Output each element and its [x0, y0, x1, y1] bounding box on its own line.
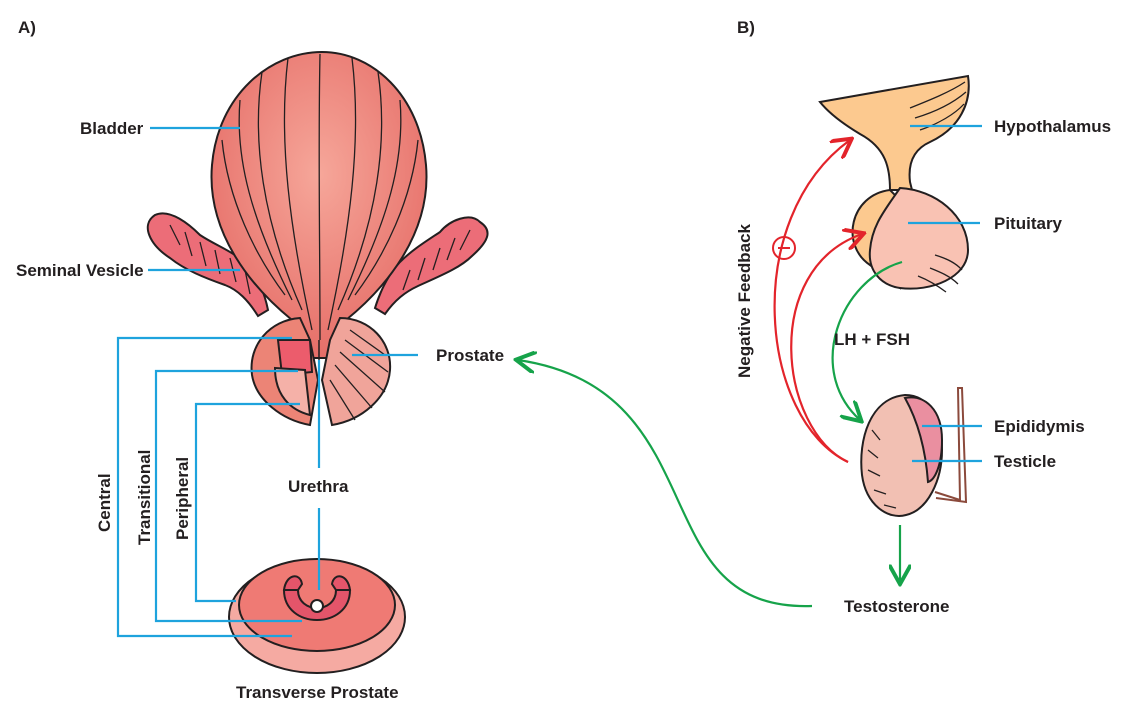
hypothalamus-label: Hypothalamus: [994, 117, 1111, 136]
negative-feedback-label: Negative Feedback: [735, 223, 754, 378]
bladder-label: Bladder: [80, 119, 144, 138]
panel-a-label: A): [18, 18, 36, 37]
transverse-prostate-label: Transverse Prostate: [236, 683, 399, 702]
panel-b-label: B): [737, 18, 755, 37]
prostate-label: Prostate: [436, 346, 504, 365]
pituitary-label: Pituitary: [994, 214, 1063, 233]
testosterone-label: Testosterone: [844, 597, 950, 616]
transitional-label: Transitional: [135, 450, 154, 545]
bladder: [211, 52, 426, 358]
hypothalamus: [820, 76, 969, 190]
testosterone-to-prostate-arrow: [518, 360, 812, 606]
epididymis-label: Epididymis: [994, 417, 1085, 436]
feedback-arrow-hypothalamus: [775, 140, 850, 462]
testicle-label: Testicle: [994, 452, 1056, 471]
lh-fsh-label: LH + FSH: [834, 330, 910, 349]
pituitary: [853, 188, 968, 292]
testicle: [861, 388, 966, 516]
peripheral-label: Peripheral: [173, 457, 192, 540]
urethra-label: Urethra: [288, 477, 349, 496]
central-label: Central: [95, 473, 114, 532]
seminal-vesicle-label: Seminal Vesicle: [16, 261, 144, 280]
transverse-prostate: [229, 559, 405, 673]
